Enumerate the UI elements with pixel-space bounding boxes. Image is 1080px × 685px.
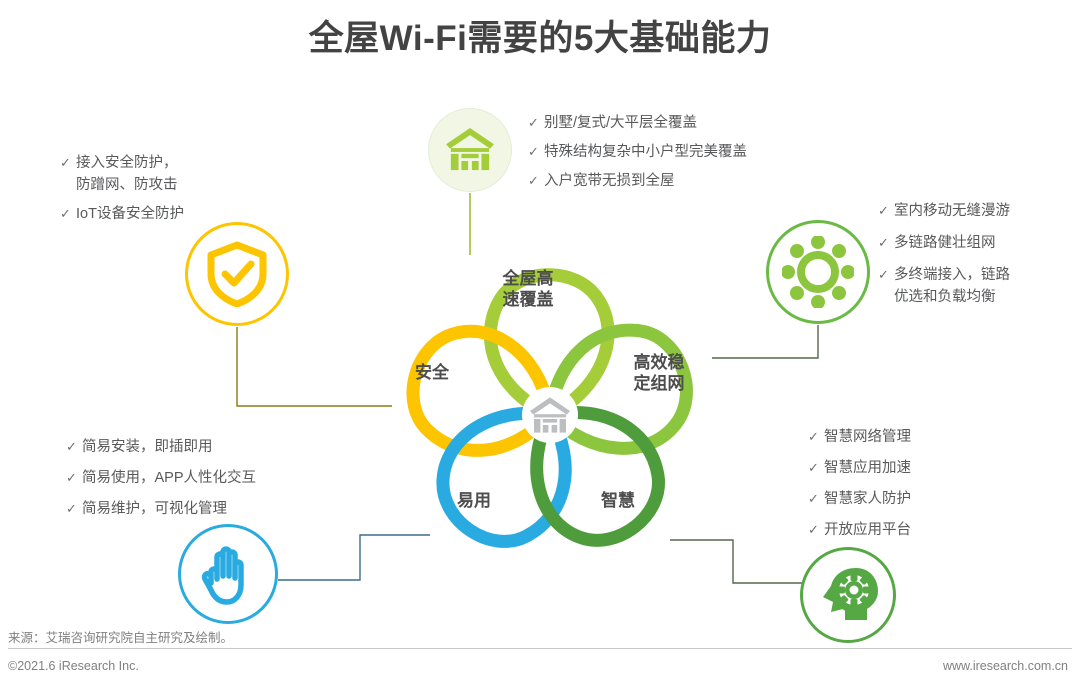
bullet-item: ✓接入安全防护， 防蹭网、防攻击 [60, 152, 290, 196]
bullets-security: ✓接入安全防护， 防蹭网、防攻击 ✓IoT设备安全防护 [60, 152, 290, 232]
copyright-note: ©2021.6 iResearch Inc. [8, 659, 139, 673]
check-icon: ✓ [878, 235, 889, 250]
website-link[interactable]: www.iresearch.com.cn [942, 659, 1068, 673]
bullet-item: ✓简易维护，可视化管理 [66, 498, 326, 520]
check-icon: ✓ [878, 203, 889, 218]
shield-check-icon [207, 241, 267, 307]
center-house-icon [530, 397, 570, 433]
bullets-intelligence: ✓智慧网络管理 ✓智慧应用加速 ✓智慧家人防护 ✓开放应用平台 [808, 426, 1008, 550]
bullet-item: ✓室内移动无缝漫游 [878, 200, 1078, 222]
check-icon: ✓ [528, 173, 539, 188]
petal-label-bottom-left: 易用 [457, 491, 491, 510]
bullets-coverage: ✓别墅/复式/大平层全覆盖 ✓特殊结构复杂中小户型完美覆盖 ✓入户宽带无损到全屋 [528, 112, 848, 199]
petal-top [483, 268, 615, 422]
petal-label-top: 全屋高 速覆盖 [502, 269, 554, 309]
brain-gear-icon-badge [800, 547, 896, 643]
bullet-item: ✓智慧家人防护 [808, 488, 1008, 510]
petal-label-right: 高效稳 定组网 [633, 353, 685, 393]
house-icon-badge [428, 108, 512, 192]
bullet-item: ✓简易使用，APP人性化交互 [66, 467, 326, 489]
check-icon: ✓ [66, 470, 77, 485]
check-icon: ✓ [808, 460, 819, 475]
check-icon: ✓ [808, 491, 819, 506]
bullet-item: ✓IoT设备安全防护 [60, 203, 290, 225]
network-nodes-icon [782, 236, 854, 308]
house-icon [446, 128, 494, 171]
petal-bottom-right [530, 405, 665, 547]
check-icon: ✓ [66, 501, 77, 516]
petal-right [543, 323, 693, 455]
bullet-item: ✓多链路健壮组网 [878, 232, 1078, 254]
check-icon: ✓ [528, 144, 539, 159]
petal-label-bottom-right: 智慧 [601, 491, 635, 510]
bullet-item: ✓多终端接入，链路 优选和负载均衡 [878, 264, 1078, 308]
bullets-usability: ✓简易安装，即插即用 ✓简易使用，APP人性化交互 ✓简易维护，可视化管理 [66, 436, 326, 529]
shield-icon-badge [185, 222, 289, 326]
bullet-item: ✓智慧网络管理 [808, 426, 1008, 448]
petal-left [406, 324, 557, 457]
source-note: 来源：艾瑞咨询研究院自主研究及绘制。 [8, 631, 234, 645]
page-title: 全屋Wi-Fi需要的5大基础能力 [308, 19, 772, 58]
check-icon: ✓ [60, 155, 71, 170]
bullet-item: ✓别墅/复式/大平层全覆盖 [528, 112, 848, 134]
five-petal-flower [406, 268, 693, 548]
network-icon-badge [766, 220, 870, 324]
bullet-item: ✓开放应用平台 [808, 519, 1008, 541]
check-icon: ✓ [528, 115, 539, 130]
petal-bottom-left [436, 406, 572, 548]
check-icon: ✓ [878, 267, 889, 282]
petal-label-left: 安全 [415, 363, 449, 382]
bullet-item: ✓简易安装，即插即用 [66, 436, 326, 458]
check-icon: ✓ [808, 429, 819, 444]
bullet-item: ✓特殊结构复杂中小户型完美覆盖 [528, 141, 848, 163]
check-icon: ✓ [60, 206, 71, 221]
check-icon: ✓ [66, 439, 77, 454]
brain-gear-icon [823, 568, 878, 620]
check-icon: ✓ [808, 522, 819, 537]
hand-icon-badge [178, 524, 278, 624]
bullet-item: ✓智慧应用加速 [808, 457, 1008, 479]
footer-divider [8, 648, 1072, 649]
bullet-item: ✓入户宽带无损到全屋 [528, 170, 848, 192]
bullets-networking: ✓室内移动无缝漫游 ✓多链路健壮组网 ✓多终端接入，链路 优选和负载均衡 [878, 200, 1078, 318]
hand-icon [201, 546, 244, 605]
